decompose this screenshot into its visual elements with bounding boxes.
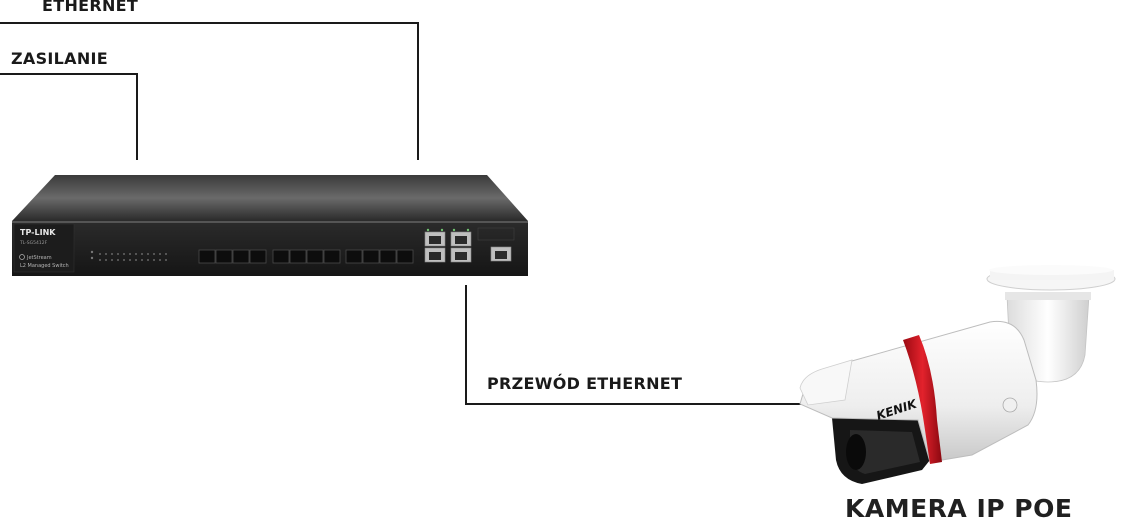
power-label: ZASILANIE <box>11 49 109 68</box>
ethernet-cable-line <box>465 285 808 405</box>
switch-model: TL-SG5412F <box>19 240 48 246</box>
power-line <box>0 73 138 160</box>
ip-camera: KENIK <box>799 265 1116 484</box>
jetstream-logo-icon <box>19 254 25 260</box>
camera-lens <box>832 418 930 484</box>
network-switch <box>12 175 528 276</box>
camera-stripe <box>903 335 942 464</box>
ethernet-uplink-line <box>0 22 419 160</box>
switch-series: JetStream <box>26 255 52 261</box>
switch-brand: TP-LINK <box>20 228 56 237</box>
rj45-ports <box>424 228 472 263</box>
ethernet-cable-label: PRZEWÓD ETHERNET <box>487 374 683 393</box>
console-port <box>490 246 512 262</box>
switch-subtitle: L2 Managed Switch <box>20 263 69 269</box>
status-leds <box>90 250 167 261</box>
ethernet-label: ETHERNET <box>42 0 139 15</box>
sfp-ports <box>198 249 414 264</box>
camera-label: KAMERA IP POE <box>845 494 1073 523</box>
